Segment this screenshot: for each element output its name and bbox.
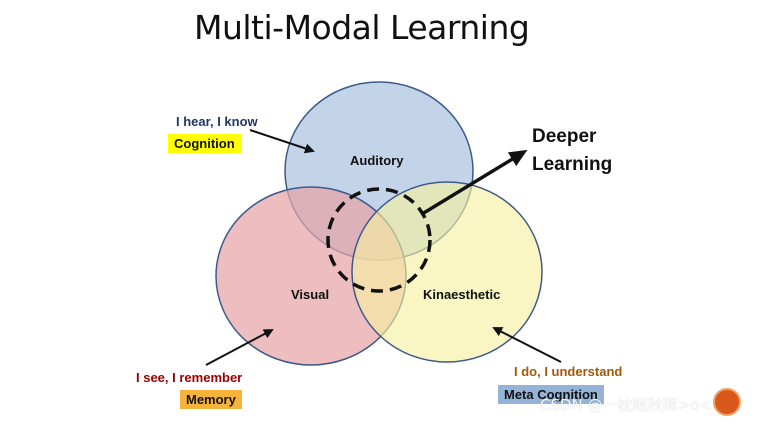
see-arrow <box>205 329 274 366</box>
memory-tag: Memory <box>180 390 242 409</box>
watermark-badge-icon <box>713 388 741 416</box>
deeper-line-2: Learning <box>532 154 613 175</box>
kinaesthetic-label: Kinaesthetic <box>423 287 501 302</box>
deeper-line-1: Deeper <box>532 126 597 147</box>
visual-label: Visual <box>291 287 330 302</box>
dashed-center-circle <box>326 187 432 293</box>
hear-phrase: I hear, I know <box>176 114 258 129</box>
watermark: CSDN @一枕眠秋雨>o< <box>540 396 712 414</box>
page-title: Multi-Modal Learning <box>194 8 530 47</box>
deeper-learning-arrow <box>421 149 528 216</box>
deeper-learning-label: Deeper Learning <box>532 123 612 179</box>
cognition-tag: Cognition <box>168 134 241 153</box>
auditory-label: Auditory <box>350 153 404 168</box>
meta-cognition-tag: Meta Cognition <box>498 385 604 404</box>
see-phrase: I see, I remember <box>136 370 243 385</box>
do-arrow <box>492 327 562 363</box>
kinaesthetic-circle <box>351 181 543 363</box>
do-phrase: I do, I understand <box>514 364 623 379</box>
hear-arrow <box>249 129 315 154</box>
